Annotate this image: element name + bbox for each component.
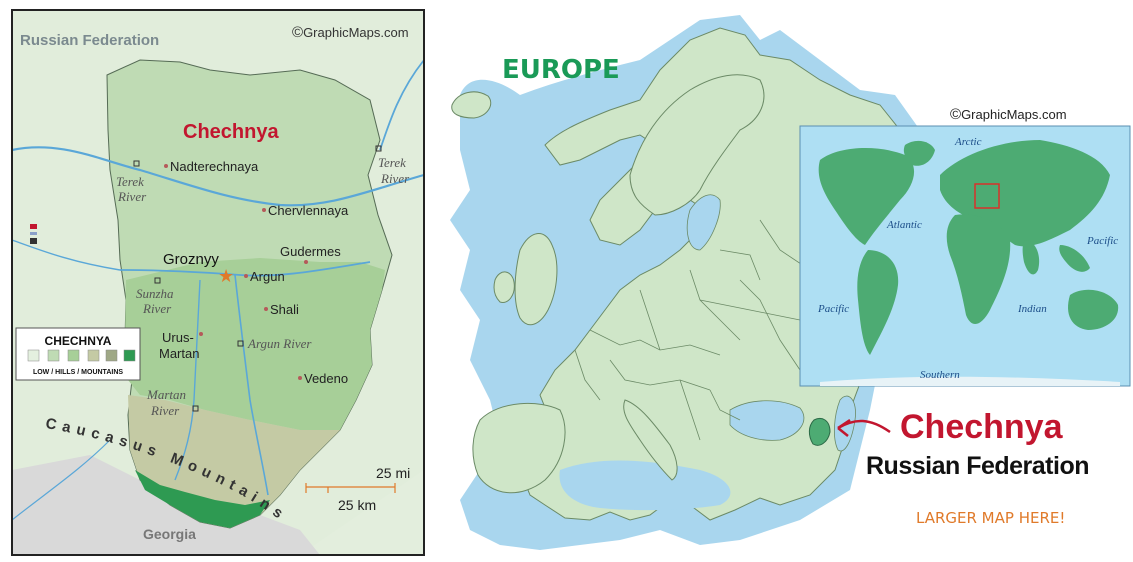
sunzha-river-1: Sunzha [136,286,174,301]
chechnya-highlight[interactable] [808,418,831,446]
river-marker-icon [192,405,199,412]
flag-icon [30,224,37,244]
southeast-asia [1059,245,1090,272]
river-marker-icon [237,340,244,347]
ocean-pacific-right: Pacific [1086,235,1118,247]
africa [946,214,1011,325]
hills-band [125,258,385,430]
ocean-pacific-left: Pacific [817,303,849,315]
terek-river-left-1: Terek [116,174,144,189]
city-dot [244,274,248,278]
mediterranean-sea [559,460,731,511]
legend-swatch [27,349,40,362]
terek-river-right-2: River [380,171,410,186]
city-dot [199,332,203,336]
callout-arrow-head-icon [837,418,851,437]
elevation-legend: CHECHNYA LOW / HILLS / MOUNTAINS [15,327,141,381]
city-urus-martan-line1[interactable]: Urus- [162,330,194,345]
legend-title: CHECHNYA [45,334,112,348]
ocean-southern: Southern [920,369,960,381]
callout: Chechnya Russian Federation LARGER MAP H… [866,408,1090,527]
city-groznyy[interactable]: Groznyy [163,251,219,268]
legend-swatch [123,349,136,362]
scandinavia [629,74,765,216]
legend-swatch [87,349,100,362]
capital-star-icon: ★ [218,266,234,286]
ireland [493,271,515,304]
sunzha-river-west [11,239,121,271]
italy [623,399,678,481]
high-mountain-zone [135,470,270,528]
europe-title: EUROPE [502,55,620,85]
australia [1068,289,1119,330]
copyright-right: ©GraphicMaps.com [950,106,1067,123]
chechnya-map: Russian Federation ©GraphicMaps.com Chec… [11,9,425,556]
river-marker-icon [154,277,161,284]
sunzha-river-2: River [142,301,172,316]
city-argun[interactable]: Argun [250,269,285,284]
city-dot [298,376,302,380]
great-britain [514,233,558,326]
copyright-left-text: GraphicMaps.com [303,25,408,40]
argun-river-label: Argun River [247,336,312,351]
georgia-area [12,455,320,555]
city-chervlennaya[interactable]: Chervlennaya [268,203,349,218]
legend-swatch [105,349,118,362]
city-dot [164,164,168,168]
scale-bar: 25 mi 25 km [305,465,410,513]
city-dot [304,260,308,264]
greenland [903,140,935,166]
ocean-arctic: Arctic [954,136,982,148]
copyright-right-text: GraphicMaps.com [961,107,1066,122]
martan-river-2: River [150,403,180,418]
callout-title: Chechnya [900,408,1064,446]
chechnya-title: Chechnya [183,121,279,143]
scale-mi: 25 mi [376,465,410,481]
black-sea [729,400,805,441]
city-gudermes[interactable]: Gudermes [280,244,341,259]
india [1022,240,1040,275]
southern-stream [11,439,111,521]
sunzha-river-line [119,261,371,277]
river-marker-icon [375,145,382,152]
scale-km: 25 km [338,497,376,513]
south-america [857,250,899,355]
city-nadterechnaya[interactable]: Nadterechnaya [170,159,259,174]
legend-caption: LOW / HILLS / MOUNTAINS [33,369,123,376]
chechnya-map-frame [11,9,425,556]
city-dot [264,307,268,311]
river-marker-icon [133,160,140,167]
city-vedeno[interactable]: Vedeno [304,371,348,386]
larger-map-link[interactable]: LARGER MAP HERE! [916,509,1065,527]
legend-swatch [47,349,60,362]
iceland [451,91,492,119]
city-urus-martan-line2[interactable]: Martan [159,346,199,361]
antarctica [820,376,1120,386]
legend-swatch [67,349,80,362]
baltic-sea [686,194,721,251]
martan-river-line [174,279,201,481]
region-label: Russian Federation [20,32,159,49]
callout-subtitle: Russian Federation [866,452,1089,480]
georgia-label: Georgia [143,526,196,542]
ocean-atlantic: Atlantic [886,219,922,231]
terek-river-right-1: Terek [378,155,406,170]
north-america [818,148,915,245]
terek-river-line [11,146,425,207]
terek-river-upper [379,59,425,151]
terek-river-left-2: River [117,189,147,204]
world-map-inset: ©GraphicMaps.com Arctic Atlantic Pacific… [799,106,1131,387]
ocean-indian: Indian [1017,303,1047,315]
martan-river-1: Martan [146,387,186,402]
city-shali[interactable]: Shali [270,302,299,317]
copyright-left: ©GraphicMaps.com [292,24,409,41]
iberia [472,402,566,494]
city-dot [262,208,266,212]
region-focus-box [974,183,1000,209]
argun-river-line [234,274,269,496]
